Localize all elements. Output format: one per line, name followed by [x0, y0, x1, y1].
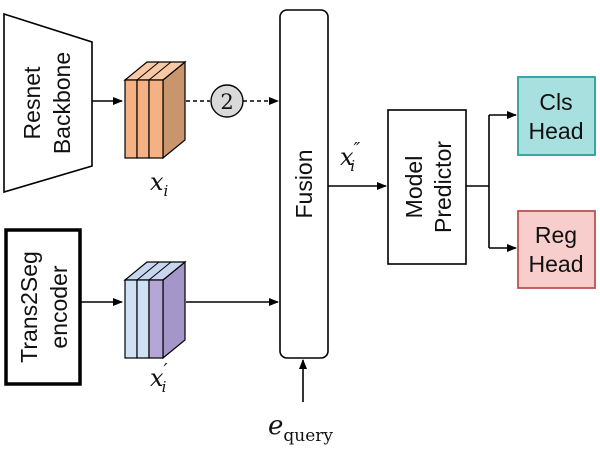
label-xi-double-prime: x″i: [340, 139, 361, 175]
encoder-label-line2: encoder: [46, 265, 72, 348]
fusion-block: Fusion: [279, 9, 329, 359]
label-xi-prime: x′i: [150, 360, 168, 396]
label-e-query: equery: [268, 411, 333, 446]
predictor-label-line1: Model: [401, 156, 427, 219]
reg-head-block: Reg Head: [517, 210, 596, 289]
trans2seg-encoder-block: Trans2Seg encoder: [4, 228, 82, 386]
feature-stack-xi: [123, 60, 187, 160]
backbone-label-line1: Resnet: [19, 66, 45, 139]
backbone-label-line2: Backbone: [49, 52, 75, 154]
resnet-backbone-block: Resnet Backbone: [3, 12, 93, 194]
step-marker-label: 2: [220, 90, 233, 114]
cls-head-label-line1: Cls: [539, 89, 572, 115]
model-predictor-block: Model Predictor: [387, 109, 467, 265]
feature-stack-xi-prime: [123, 260, 187, 360]
step-marker-2: 2: [210, 84, 244, 118]
predictor-label-line2: Predictor: [430, 141, 456, 233]
reg-head-label-line2: Head: [529, 251, 584, 277]
label-xi: xi: [150, 168, 169, 200]
fusion-label: Fusion: [291, 149, 317, 218]
reg-head-label-line1: Reg: [535, 222, 577, 248]
cls-head-label-line2: Head: [529, 118, 584, 144]
branch-connector: [466, 111, 517, 252]
encoder-label-line1: Trans2Seg: [16, 251, 42, 363]
cls-head-block: Cls Head: [517, 76, 596, 156]
